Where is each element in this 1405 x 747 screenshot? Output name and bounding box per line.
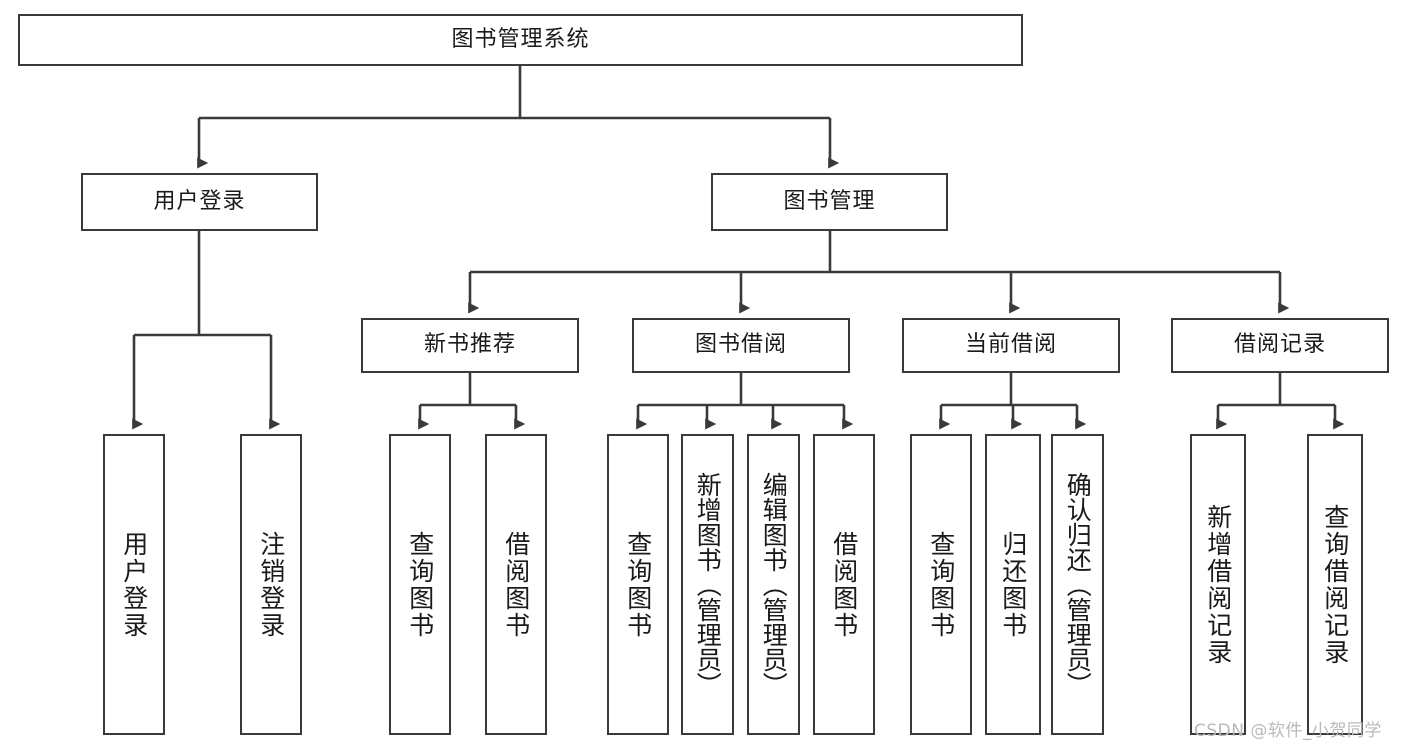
leaf-borrow-book-2[interactable]: 借阅图书 bbox=[813, 434, 875, 735]
node-root[interactable]: 图书管理系统 bbox=[18, 14, 1023, 66]
node-new-book-recommend[interactable]: 新书推荐 bbox=[361, 318, 579, 373]
leaf-add-record[interactable]: 新增借阅记录 bbox=[1190, 434, 1246, 735]
leaf-borrow-book-1[interactable]: 借阅图书 bbox=[485, 434, 547, 735]
leaf-confirm-return[interactable]: 确认归还（管理员） bbox=[1051, 434, 1104, 735]
leaf-logout[interactable]: 注销登录 bbox=[240, 434, 302, 735]
csdn-watermark: CSDN @软件_小贺同学 bbox=[1194, 721, 1382, 741]
leaf-query-book-1[interactable]: 查询图书 bbox=[389, 434, 451, 735]
leaf-return-book[interactable]: 归还图书 bbox=[985, 434, 1041, 735]
node-book-manage[interactable]: 图书管理 bbox=[711, 173, 948, 231]
node-user-login[interactable]: 用户登录 bbox=[81, 173, 318, 231]
node-current-borrow[interactable]: 当前借阅 bbox=[902, 318, 1120, 373]
leaf-add-book[interactable]: 新增图书（管理员） bbox=[681, 434, 734, 735]
leaf-query-book-2[interactable]: 查询图书 bbox=[607, 434, 669, 735]
node-borrow-record[interactable]: 借阅记录 bbox=[1171, 318, 1389, 373]
leaf-query-record[interactable]: 查询借阅记录 bbox=[1307, 434, 1363, 735]
leaf-query-book-3[interactable]: 查询图书 bbox=[910, 434, 972, 735]
leaf-user-login[interactable]: 用户登录 bbox=[103, 434, 165, 735]
leaf-edit-book[interactable]: 编辑图书（管理员） bbox=[747, 434, 800, 735]
node-book-borrow[interactable]: 图书借阅 bbox=[632, 318, 850, 373]
